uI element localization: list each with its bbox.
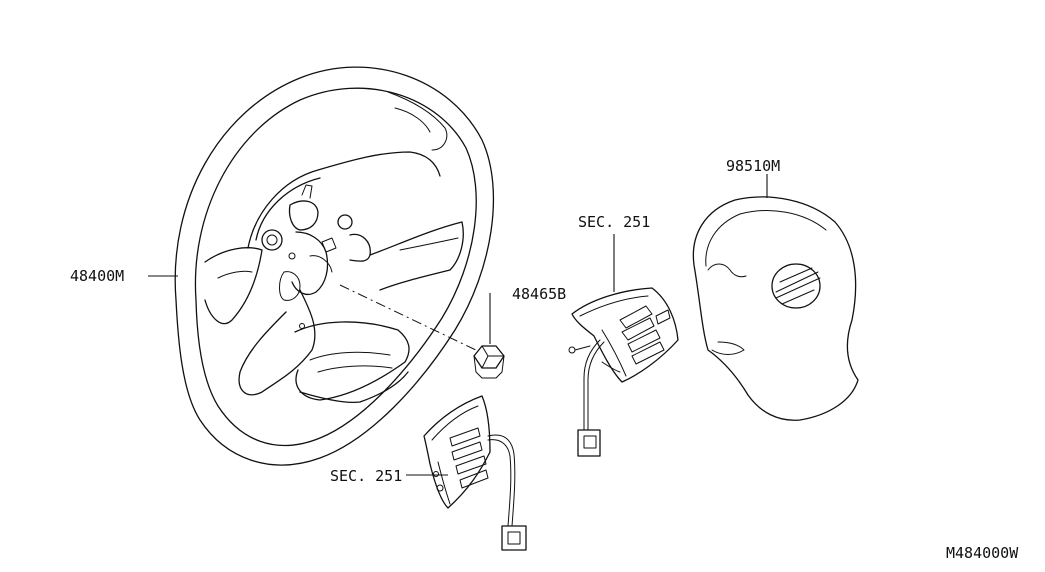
label-48400M: 48400M	[70, 267, 124, 285]
switch-right	[568, 234, 679, 457]
nut	[473, 293, 505, 379]
steering-wheel	[174, 66, 495, 466]
figure-code: M484000W	[946, 544, 1019, 562]
airbag-module	[692, 174, 859, 421]
label-sec251-lower: SEC. 251	[330, 467, 402, 485]
label-48465B: 48465B	[512, 285, 566, 303]
switch-left	[406, 395, 527, 551]
label-sec251-upper: SEC. 251	[578, 213, 650, 231]
label-98510M: 98510M	[726, 157, 780, 175]
